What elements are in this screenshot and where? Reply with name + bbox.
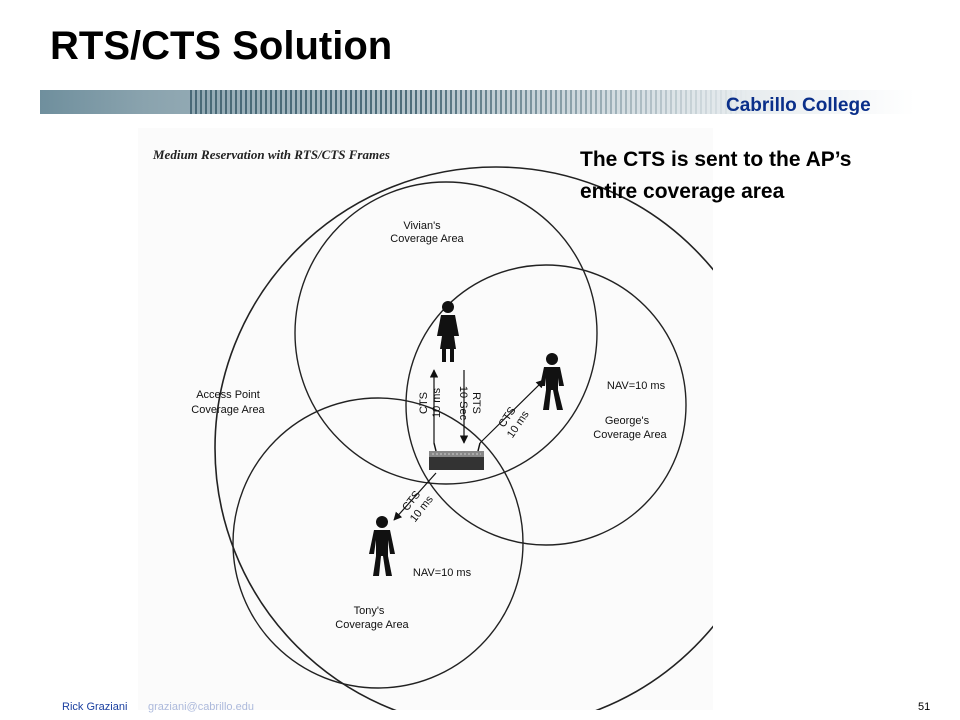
svg-text:10 Sec: 10 Sec [457,386,469,421]
george-label-line1: George's [605,415,650,427]
callout-text: The CTS is sent to the AP’s entire cover… [580,148,852,203]
footer-email[interactable]: graziani@cabrillo.edu [148,701,254,713]
tony-label-line1: Tony's [354,605,385,617]
vivian-coverage-circle [294,181,598,485]
tony-person-icon [369,516,395,576]
access-point-device-icon [429,442,484,470]
diagram-svg: Medium Reservation with RTS/CTS Frames V… [152,147,713,710]
cts-arrow-to-george [479,379,545,444]
slide-title: RTS/CTS Solution [50,24,393,68]
header-bar-stripes [190,90,750,114]
svg-text:10 ms: 10 ms [431,388,443,418]
cts-george-label: CTS 10 ms [496,405,532,441]
diagram-caption: Medium Reservation with RTS/CTS Frames [152,147,390,162]
cts-vivian-label: CTS 10 ms [418,388,443,418]
access-point-coverage-circle [214,166,713,710]
george-person-icon [540,353,564,410]
diagram-panel: Medium Reservation with RTS/CTS Frames V… [138,128,713,710]
vivian-person-icon [437,301,459,362]
ap-label-line1: Access Point [196,389,260,401]
brand-logo-text: Cabrillo College [726,95,871,116]
cts-tony-label: CTS 10 ms [400,489,436,525]
vivian-label-line1: Vivian's [403,220,441,232]
svg-text:CTS: CTS [418,392,430,414]
george-label-line2: Coverage Area [593,429,667,441]
tony-label-line2: Coverage Area [335,619,409,631]
rts-label: RTS 10 Sec [457,386,482,421]
header-bar [40,90,915,114]
cts-arrow-to-tony [393,472,437,521]
george-coverage-circle [405,264,687,546]
tony-nav-label: NAV=10 ms [413,567,472,579]
vivian-label-line2: Coverage Area [390,233,464,245]
footer-author: Rick Graziani [62,701,128,713]
svg-text:RTS: RTS [470,392,482,414]
tony-coverage-circle [232,397,524,689]
page-number: 51 [918,701,931,713]
ap-label-line2: Coverage Area [191,404,265,416]
george-nav-label: NAV=10 ms [607,380,666,392]
